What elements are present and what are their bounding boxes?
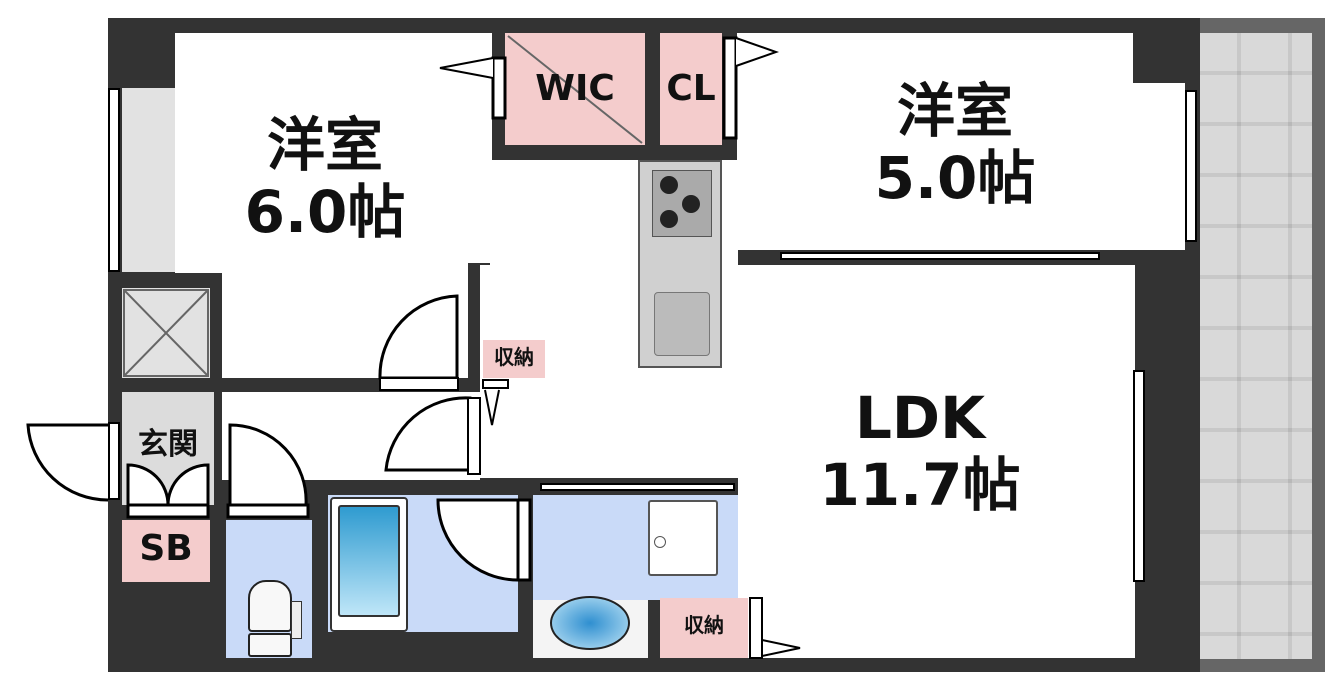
- shoe-box: [122, 520, 210, 582]
- room-western-6: [175, 33, 492, 263]
- room-name: 洋室: [896, 77, 1013, 145]
- toilet-tank-icon: [248, 633, 292, 657]
- hallway-ldk: [480, 378, 738, 478]
- room-name: 洋室: [266, 111, 383, 179]
- closet-area: [122, 88, 175, 272]
- sliding-door-western-5[interactable]: [780, 252, 1100, 260]
- room-name: LDK: [854, 384, 986, 452]
- room-size: 6.0帖: [244, 177, 406, 246]
- ldk-corner: [490, 160, 520, 265]
- storage-lower: [660, 598, 748, 658]
- storage-upper: [483, 340, 545, 378]
- shoe-box-label: SB: [139, 528, 193, 569]
- room-label-western-6: 洋室 6.0帖: [215, 112, 435, 245]
- room-label-ldk: LDK 11.7帖: [790, 385, 1050, 518]
- entrance-label: 玄関: [138, 427, 198, 462]
- burner-icon: [660, 210, 678, 228]
- column: [1133, 33, 1185, 83]
- room-size: 5.0帖: [874, 143, 1036, 212]
- room-western-6-strip: [175, 263, 222, 273]
- wic-label: WIC: [535, 68, 615, 109]
- room-label-western-5: 洋室 5.0帖: [835, 78, 1075, 211]
- storage-lower-label: 収納: [684, 613, 724, 637]
- bathtub-water: [338, 505, 400, 617]
- window-left[interactable]: [108, 88, 120, 272]
- sliding-door-washroom[interactable]: [540, 483, 735, 491]
- basin-icon: [550, 596, 630, 650]
- window-ldk[interactable]: [1133, 370, 1145, 582]
- burner-icon: [682, 195, 700, 213]
- room-western-5: [737, 33, 1185, 250]
- cl-label: CL: [666, 68, 716, 109]
- cl: [660, 33, 722, 145]
- ldk-living: [738, 265, 1135, 658]
- toilet-remote-icon: [291, 601, 302, 639]
- burner-icon: [660, 176, 678, 194]
- drain-icon: [654, 536, 666, 548]
- storage-upper-label: 収納: [494, 345, 534, 369]
- window-western-5[interactable]: [1185, 90, 1197, 242]
- entrance-door-frame: [108, 422, 120, 500]
- sink-icon: [654, 292, 710, 356]
- room-size: 11.7帖: [819, 450, 1021, 519]
